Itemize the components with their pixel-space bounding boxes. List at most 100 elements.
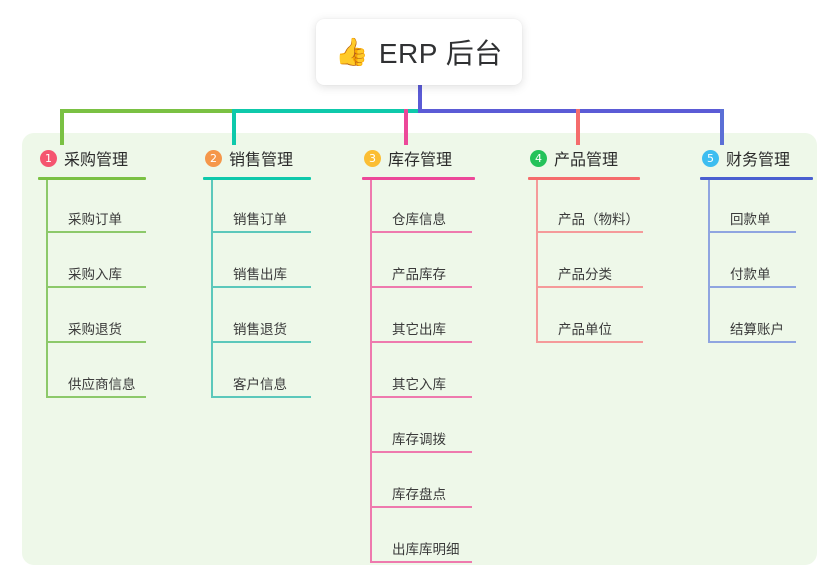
column-finance-management: 5 财务管理 回款单 付款单 结算账户	[700, 145, 830, 347]
connector-root-drop	[418, 85, 422, 112]
column-header-rule	[38, 177, 146, 180]
list-item-rule	[536, 231, 643, 233]
list-item[interactable]: 其它出库	[370, 292, 527, 347]
list-item-label: 回款单	[730, 212, 771, 227]
list-item[interactable]: 库存盘点	[370, 457, 527, 512]
column-purchase-management: 1 采购管理 采购订单 采购入库 采购退货 供应商信息	[38, 145, 203, 402]
list-item-label: 仓库信息	[392, 212, 446, 227]
diagram-background-panel	[22, 133, 817, 565]
list-item[interactable]: 结算账户	[708, 292, 830, 347]
list-item[interactable]: 仓库信息	[370, 182, 527, 237]
column-header-rule	[203, 177, 311, 180]
column-header-finance[interactable]: 5 财务管理	[700, 145, 830, 171]
list-item-label: 采购入库	[68, 267, 122, 282]
connector-drop-inventory	[404, 109, 408, 145]
list-item-label: 产品（物料）	[558, 212, 639, 227]
list-item-rule	[211, 286, 311, 288]
list-item-label: 客户信息	[233, 377, 287, 392]
list-item-rule	[370, 506, 472, 508]
column-title: 采购管理	[64, 152, 129, 169]
list-item-rule	[211, 231, 311, 233]
list-item-rule	[370, 451, 472, 453]
column-inventory-management: 3 库存管理 仓库信息 产品库存 其它出库 其它入库 库存调拨 库存盘点	[362, 145, 527, 567]
list-item-rule	[46, 396, 146, 398]
connector-bus-segment-1	[60, 109, 235, 113]
list-item-label: 采购订单	[68, 212, 122, 227]
list-item[interactable]: 销售出库	[211, 237, 368, 292]
list-item[interactable]: 库存调拨	[370, 402, 527, 457]
column-product-management: 4 产品管理 产品（物料） 产品分类 产品单位	[528, 145, 698, 347]
list-item[interactable]: 供应商信息	[46, 347, 203, 402]
column-header-purchase[interactable]: 1 采购管理	[38, 145, 203, 171]
root-node-erp-backend[interactable]: 👍 ERP 后台	[316, 19, 522, 85]
list-item-rule	[708, 341, 796, 343]
list-item-label: 销售出库	[233, 267, 287, 282]
list-item-label: 产品库存	[392, 267, 446, 282]
list-item-rule	[370, 286, 472, 288]
list-item-rule	[46, 341, 146, 343]
column-items: 采购订单 采购入库 采购退货 供应商信息	[46, 180, 203, 402]
list-item[interactable]: 销售退货	[211, 292, 368, 347]
column-items: 产品（物料） 产品分类 产品单位	[536, 180, 698, 347]
list-item[interactable]: 付款单	[708, 237, 830, 292]
list-item-rule	[708, 286, 796, 288]
list-item-label: 出库库明细	[392, 542, 460, 557]
list-item[interactable]: 产品单位	[536, 292, 698, 347]
list-item[interactable]: 采购退货	[46, 292, 203, 347]
column-header-rule	[362, 177, 475, 180]
list-item-rule	[536, 341, 643, 343]
column-header-product[interactable]: 4 产品管理	[528, 145, 698, 171]
list-item-rule	[370, 231, 472, 233]
column-badge-number: 1	[40, 149, 57, 167]
list-item[interactable]: 回款单	[708, 182, 830, 237]
column-title: 销售管理	[229, 152, 294, 169]
column-sales-management: 2 销售管理 销售订单 销售出库 销售退货 客户信息	[203, 145, 368, 402]
list-item-rule	[211, 396, 311, 398]
column-badge-number: 4	[530, 149, 547, 167]
list-item[interactable]: 出库库明细	[370, 512, 527, 567]
list-item[interactable]: 产品分类	[536, 237, 698, 292]
column-header-inventory[interactable]: 3 库存管理	[362, 145, 527, 171]
list-item-label: 产品单位	[558, 322, 612, 337]
list-item[interactable]: 采购入库	[46, 237, 203, 292]
column-title: 产品管理	[554, 152, 619, 169]
list-item-label: 供应商信息	[68, 377, 136, 392]
column-header-sales[interactable]: 2 销售管理	[203, 145, 368, 171]
column-items: 回款单 付款单 结算账户	[708, 180, 830, 347]
column-badge-number: 3	[364, 149, 381, 167]
connector-bus-segment-3	[418, 109, 724, 113]
column-items: 销售订单 销售出库 销售退货 客户信息	[211, 180, 368, 402]
list-item[interactable]: 其它入库	[370, 347, 527, 402]
connector-drop-sales	[232, 109, 236, 145]
list-item[interactable]: 产品（物料）	[536, 182, 698, 237]
list-item-label: 产品分类	[558, 267, 612, 282]
column-badge-number: 5	[702, 149, 719, 167]
thumbs-up-icon: 👍	[335, 36, 369, 68]
list-item-rule	[46, 286, 146, 288]
column-spine	[46, 180, 48, 396]
column-spine	[536, 180, 538, 341]
list-item-rule	[370, 341, 472, 343]
list-item-rule	[708, 231, 796, 233]
list-item[interactable]: 采购订单	[46, 182, 203, 237]
list-item-label: 库存盘点	[392, 487, 446, 502]
list-item-label: 其它入库	[392, 377, 446, 392]
list-item-label: 销售订单	[233, 212, 287, 227]
list-item-rule	[370, 396, 472, 398]
list-item-label: 其它出库	[392, 322, 446, 337]
list-item[interactable]: 客户信息	[211, 347, 368, 402]
root-node-title: ERP 后台	[378, 38, 503, 69]
connector-bus-segment-2	[235, 109, 420, 113]
column-title: 财务管理	[726, 152, 791, 169]
list-item-rule	[536, 286, 643, 288]
list-item-label: 付款单	[730, 267, 771, 282]
list-item-label: 结算账户	[730, 322, 784, 337]
list-item[interactable]: 产品库存	[370, 237, 527, 292]
connector-drop-product	[576, 109, 580, 145]
connector-drop-finance	[720, 109, 724, 145]
list-item-rule	[211, 341, 311, 343]
list-item-rule	[370, 561, 472, 563]
column-spine	[211, 180, 213, 396]
list-item-rule	[46, 231, 146, 233]
list-item[interactable]: 销售订单	[211, 182, 368, 237]
